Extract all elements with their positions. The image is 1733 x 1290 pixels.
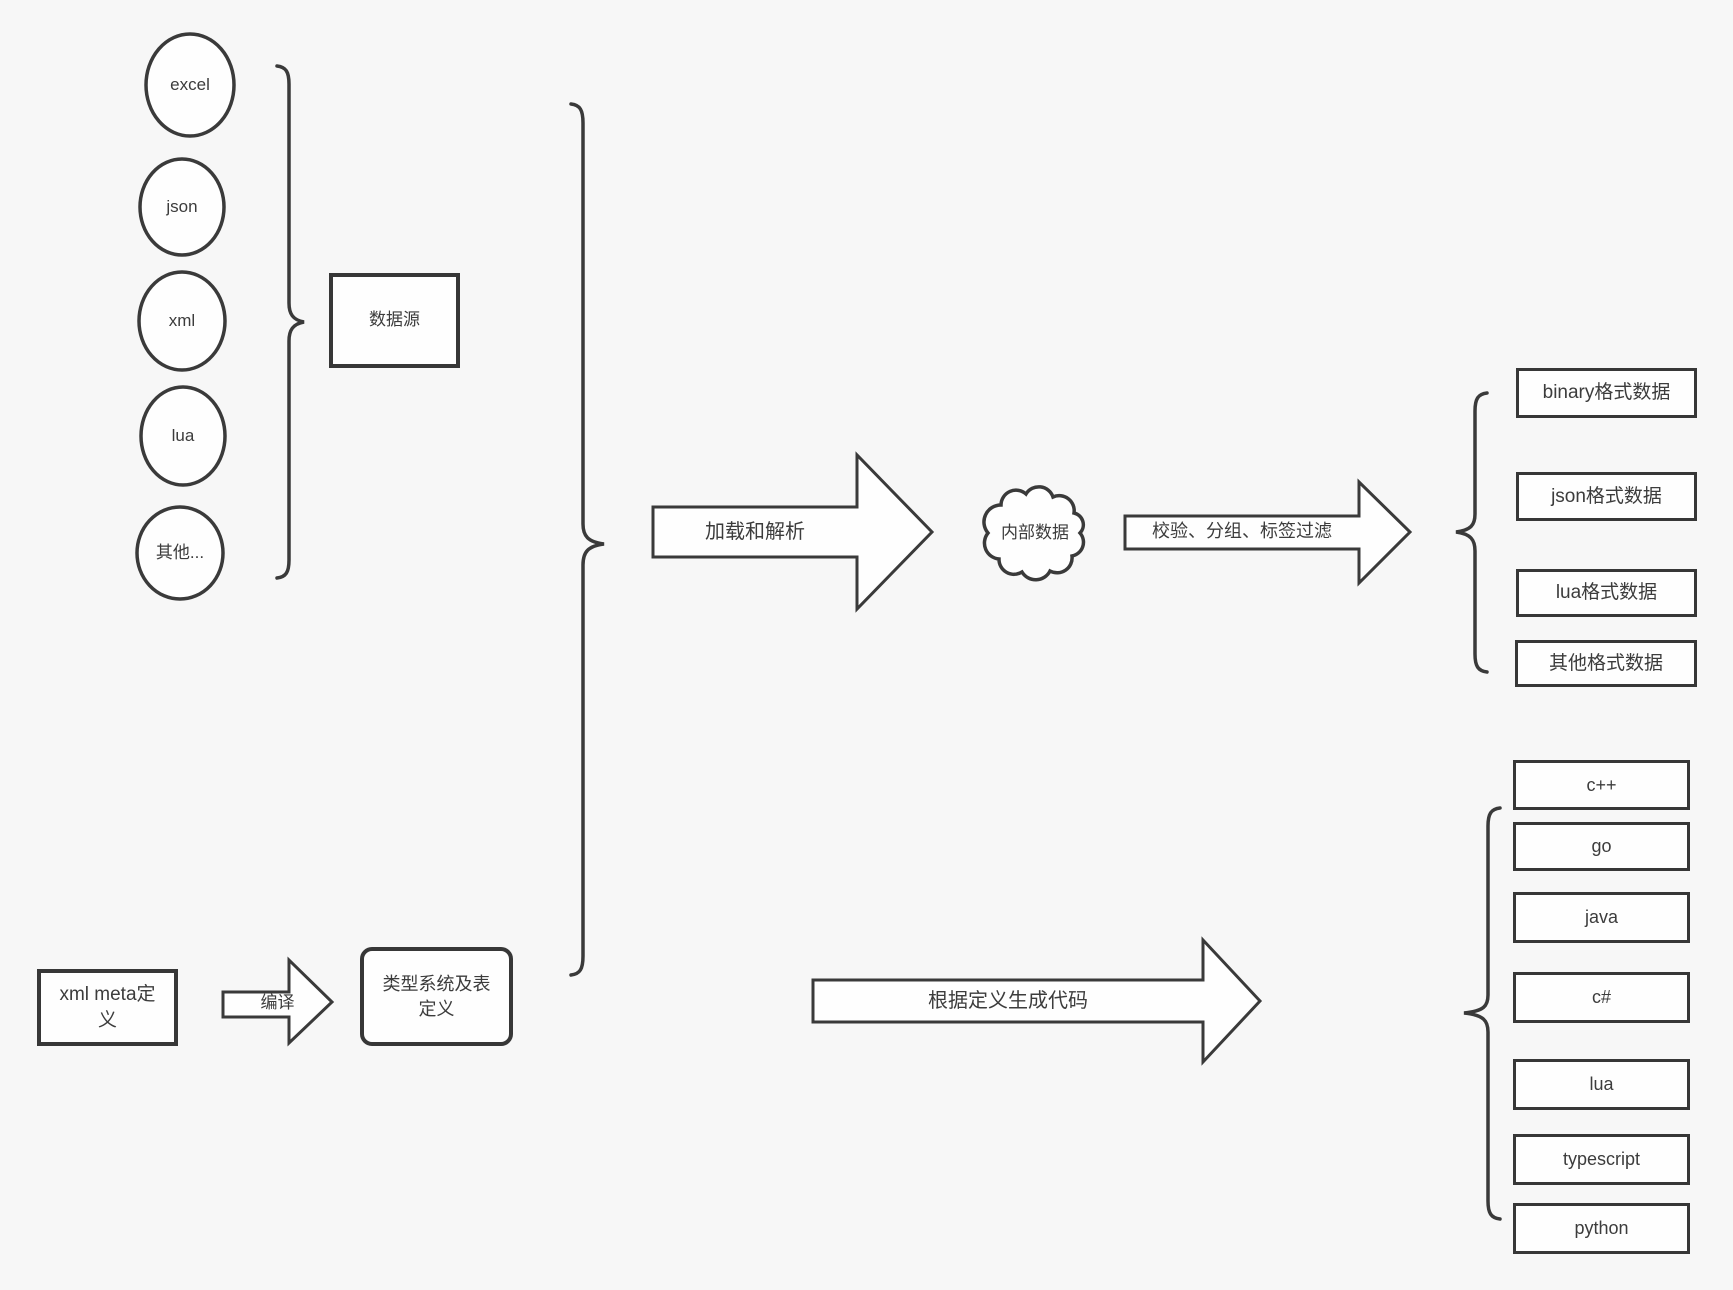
validate-filter-arrow-label: 校验、分组、标签过滤 [1152,521,1332,542]
internal-data-label: 内部数据 [1001,522,1069,542]
source-ellipse-lua [139,385,227,487]
codegen-arrow-label: 根据定义生成代码 [928,990,1088,1012]
main-input-brace [569,102,605,977]
data-source-box: 数据源 [329,273,460,368]
output-box-binary: binary格式数据 [1516,368,1697,418]
language-box-csharp: c# [1513,972,1690,1023]
output-box-lua: lua格式数据 [1516,569,1697,617]
sources-brace [275,64,305,580]
load-parse-arrow [651,451,935,613]
load-parse-arrow-label: 加载和解析 [705,521,805,543]
compile-arrow [221,956,335,1047]
output-formats-brace [1455,391,1489,674]
source-label-xml: xml [168,310,196,330]
source-ellipse-other [135,505,225,601]
output-box-json: json格式数据 [1516,472,1697,521]
xml-meta-box: xml meta定义 [37,969,178,1046]
output-box-other: 其他格式数据 [1515,640,1697,687]
validate-filter-arrow [1123,478,1413,587]
internal-data-cloud [982,485,1086,582]
codegen-arrow [811,936,1263,1066]
compile-arrow-label: 编译 [260,992,295,1012]
source-ellipse-json [138,157,226,257]
source-label-other: 其他... [155,542,205,562]
source-label-json: json [166,196,198,216]
language-box-typescript: typescript [1513,1134,1690,1185]
source-label-lua: lua [171,425,195,445]
language-box-python: python [1513,1203,1690,1254]
source-label-excel: excel [170,74,210,94]
language-box-lua: lua [1513,1059,1690,1110]
language-box-cpp: c++ [1513,760,1690,810]
source-ellipse-excel [144,32,236,138]
languages-brace [1463,806,1502,1221]
source-ellipse-xml [137,270,227,372]
type-system-box: 类型系统及表定义 [360,947,513,1046]
language-box-java: java [1513,892,1690,943]
language-box-go: go [1513,822,1690,871]
